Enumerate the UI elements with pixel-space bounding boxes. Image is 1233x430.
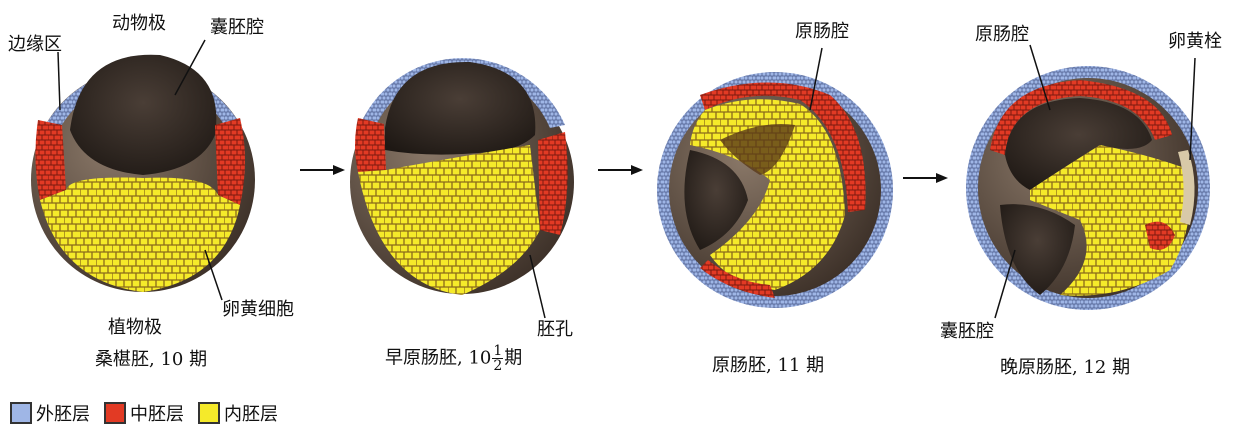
- legend-label-endoderm: 内胚层: [224, 400, 278, 426]
- caption-tail: 期: [504, 348, 522, 369]
- embryo-stage-11: [657, 48, 893, 308]
- legend: 外胚层 中胚层 内胚层: [10, 400, 286, 426]
- legend-label-mesoderm: 中胚层: [130, 400, 184, 426]
- label-marginal-zone: 边缘区: [8, 35, 62, 55]
- embryo-stage-10-5: [350, 58, 574, 318]
- fraction-denominator: 2: [492, 359, 503, 373]
- label-archenteron: 原肠腔: [975, 25, 1029, 45]
- yolk-cell-mass: [40, 178, 240, 293]
- legend-swatch-ectoderm: [10, 402, 32, 424]
- legend-label-ectoderm: 外胚层: [36, 400, 90, 426]
- label-blastocoel: 囊胚腔: [940, 322, 994, 342]
- legend-item-ectoderm: 外胚层: [10, 400, 90, 426]
- legend-swatch-mesoderm: [104, 402, 126, 424]
- fraction-numerator: 1: [492, 344, 503, 359]
- arrow-3: [903, 173, 948, 183]
- caption-main: 早原肠胚, 10: [385, 348, 491, 369]
- arrow-2: [598, 165, 643, 175]
- mesoderm-band-left: [355, 118, 386, 172]
- legend-swatch-endoderm: [198, 402, 220, 424]
- blastocoel-cavity: [70, 55, 216, 175]
- pointer-marginal-zone: [58, 52, 60, 110]
- mesoderm-band-left: [35, 120, 66, 200]
- caption-stage-10: 桑椹胚, 10 期: [95, 350, 207, 370]
- label-blastopore: 胚孔: [537, 320, 573, 340]
- mesoderm-band-right: [215, 118, 245, 205]
- label-yolk-cells: 卵黄细胞: [222, 300, 294, 320]
- embryo-stage-10: [31, 40, 255, 300]
- label-yolk-plug: 卵黄栓: [1168, 32, 1222, 52]
- label-animal-pole: 动物极: [112, 14, 166, 34]
- legend-item-endoderm: 内胚层: [198, 400, 278, 426]
- embryo-stage-12: [966, 45, 1210, 318]
- mesoderm-band-right: [538, 132, 568, 235]
- label-vegetal-pole: 植物极: [108, 318, 162, 338]
- caption-stage-12: 晚原肠胚, 12 期: [1000, 358, 1130, 378]
- label-blastocoel: 囊胚腔: [210, 18, 264, 38]
- caption-stage-11: 原肠胚, 11 期: [712, 356, 824, 376]
- legend-item-mesoderm: 中胚层: [104, 400, 184, 426]
- label-archenteron: 原肠腔: [795, 22, 849, 42]
- arrow-1: [300, 165, 345, 175]
